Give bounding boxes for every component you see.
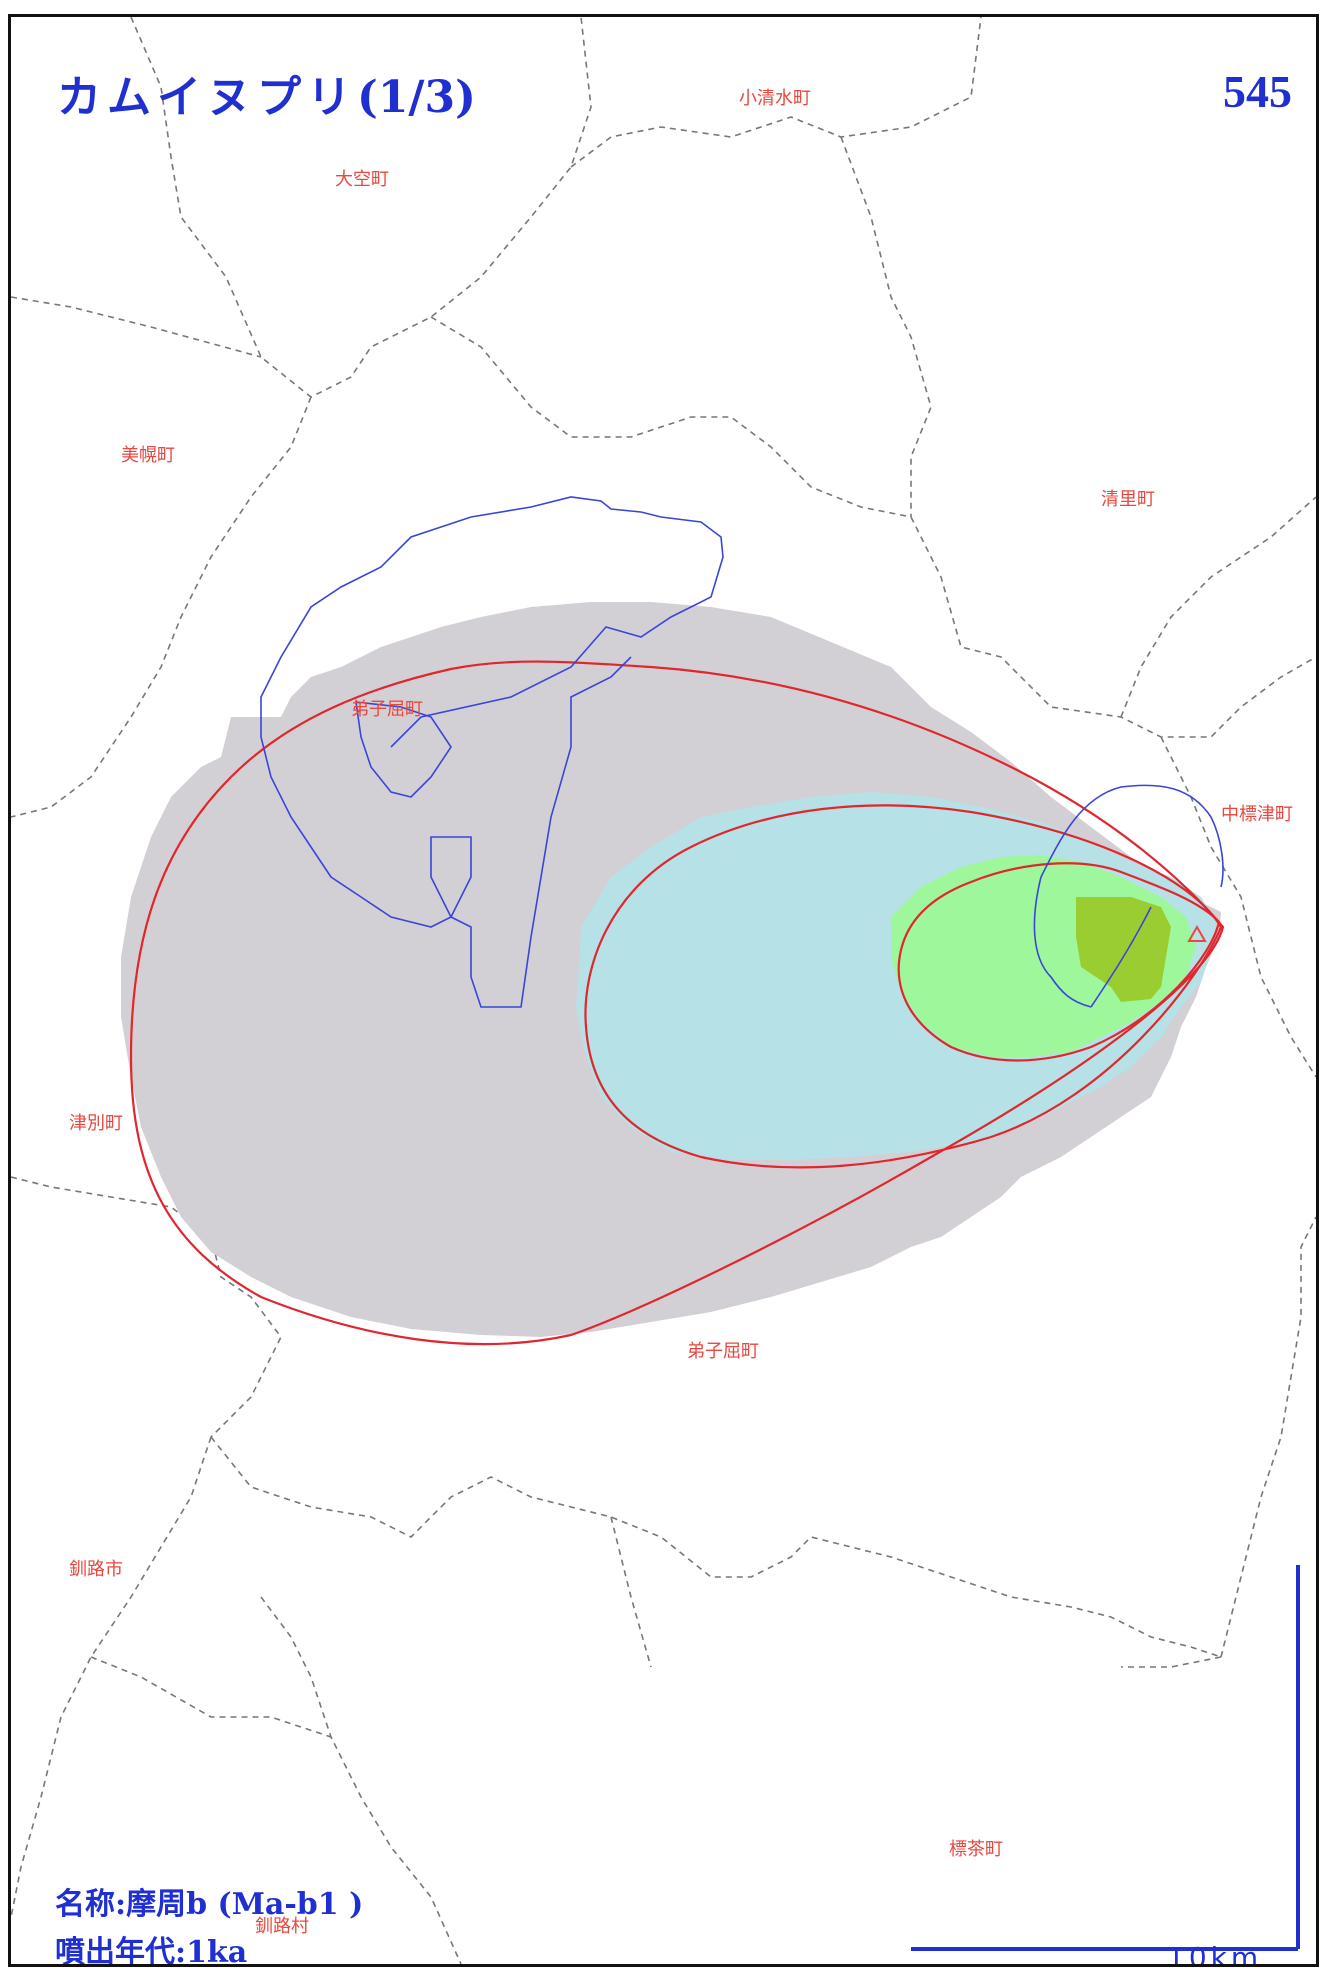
scale-label: 10km	[1167, 1941, 1263, 1967]
place-bihoro: 美幌町	[121, 445, 175, 466]
place-teshikaga-north: 弟子屈町	[351, 699, 423, 720]
municipal-boundaries	[11, 17, 1316, 1964]
outer-contour	[129, 660, 1225, 1346]
place-kushiro-city: 釧路市	[69, 1559, 123, 1580]
name-label: 名称	[55, 1887, 115, 1922]
scale-bar	[911, 1565, 1300, 1951]
place-koshimizu: 小清水町	[739, 88, 811, 109]
place-teshikaga-south: 弟子屈町	[687, 1341, 759, 1362]
place-nakashibetsu: 中標津町	[1221, 804, 1293, 825]
volcano-name: カムイヌプリ	[57, 72, 357, 123]
place-kushiro-village: 釧路村	[255, 1916, 309, 1937]
lake-outlines	[260, 496, 1224, 1008]
place-kiyosato: 清里町	[1101, 489, 1155, 510]
name-value: 摩周b (Ma-b1 )	[126, 1887, 364, 1922]
core-ash-zone	[1076, 897, 1171, 1002]
deposit-name: 名称:摩周b (Ma-b1 )	[55, 1887, 364, 1922]
map-title: カムイヌプリ(1/3)	[57, 61, 476, 125]
map-frame: カムイヌプリ(1/3) 545 小清水町 大空町 美幌町 清里町 弟子屈町 中標…	[8, 14, 1319, 1967]
age-label: 噴出年代	[55, 1935, 175, 1967]
age-value: 1ka	[186, 1935, 248, 1967]
inner-contour	[897, 862, 1221, 1062]
sheet-number: 545	[1223, 66, 1292, 117]
place-ozora: 大空町	[335, 169, 389, 190]
isopach-contours	[129, 660, 1225, 1346]
map-canvas	[11, 17, 1316, 1964]
place-tsubetsu: 津別町	[69, 1113, 123, 1134]
sheet-part: (1/3)	[357, 72, 476, 123]
vent-triangle-icon	[1187, 924, 1207, 942]
middle-contour	[584, 804, 1223, 1169]
eruption-age: 噴出年代:1ka	[55, 1927, 248, 1967]
place-shibecha: 標茶町	[949, 1839, 1003, 1860]
